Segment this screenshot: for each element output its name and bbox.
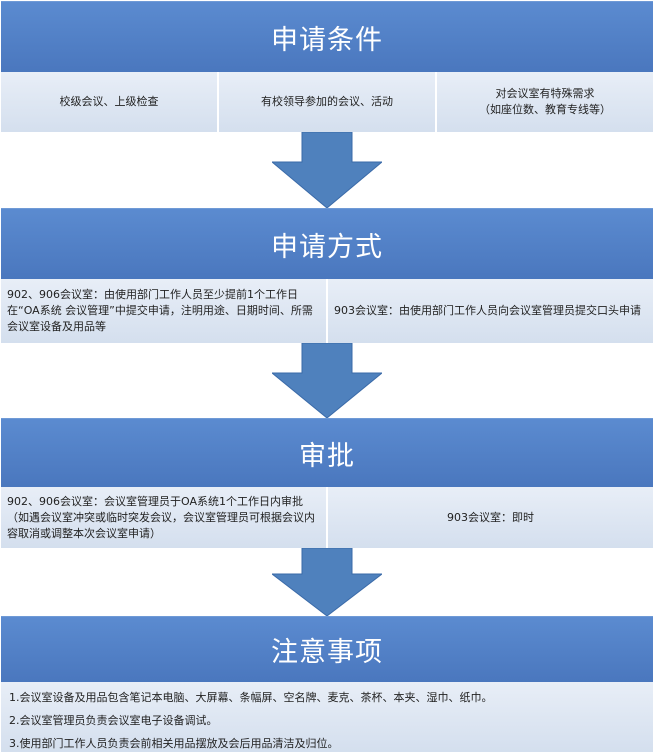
note-item: 1.会议室设备及用品包含笔记本电脑、大屏幕、条幅屏、空名牌、麦克、茶杯、本夹、湿… (9, 691, 493, 704)
conditions-row: 校级会议、上级检查 有校领导参加的会议、活动 对会议室有特殊需求 （如座位数、教… (1, 72, 653, 132)
header-application-conditions: 申请条件 (1, 1, 653, 73)
condition-cell: 校级会议、上级检查 (1, 72, 219, 132)
down-arrow-icon (272, 548, 382, 616)
condition-cell: 有校领导参加的会议、活动 (219, 72, 437, 132)
notes-box: 1.会议室设备及用品包含笔记本电脑、大屏幕、条幅屏、空名牌、麦克、茶杯、本夹、湿… (1, 682, 653, 752)
note-item: 2.会议室管理员负责会议室电子设备调试。 (9, 714, 218, 727)
method-cell: 903会议室：由使用部门工作人员向会议室管理员提交口头申请 (328, 279, 653, 343)
header-notes: 注意事项 (1, 616, 653, 683)
note-item: 3.使用部门工作人员负责会前相关用品摆放及会后用品清洁及归位。 (9, 737, 339, 750)
approval-cell: 903会议室：即时 (328, 487, 653, 548)
approval-cell: 902、906会议室：会议室管理员于OA系统1个工作日内审批（如遇会议室冲突或临… (1, 487, 328, 548)
method-cell: 902、906会议室：由使用部门工作人员至少提前1个工作日在“OA系统 会议管理… (1, 279, 328, 343)
condition-cell: 对会议室有特殊需求 （如座位数、教育专线等） (437, 72, 653, 132)
approval-row: 902、906会议室：会议室管理员于OA系统1个工作日内审批（如遇会议室冲突或临… (1, 487, 653, 548)
down-arrow-icon (272, 343, 382, 418)
down-arrow-icon (272, 132, 382, 208)
header-approval: 审批 (1, 418, 653, 488)
method-row: 902、906会议室：由使用部门工作人员至少提前1个工作日在“OA系统 会议管理… (1, 279, 653, 343)
header-application-method: 申请方式 (1, 208, 653, 280)
